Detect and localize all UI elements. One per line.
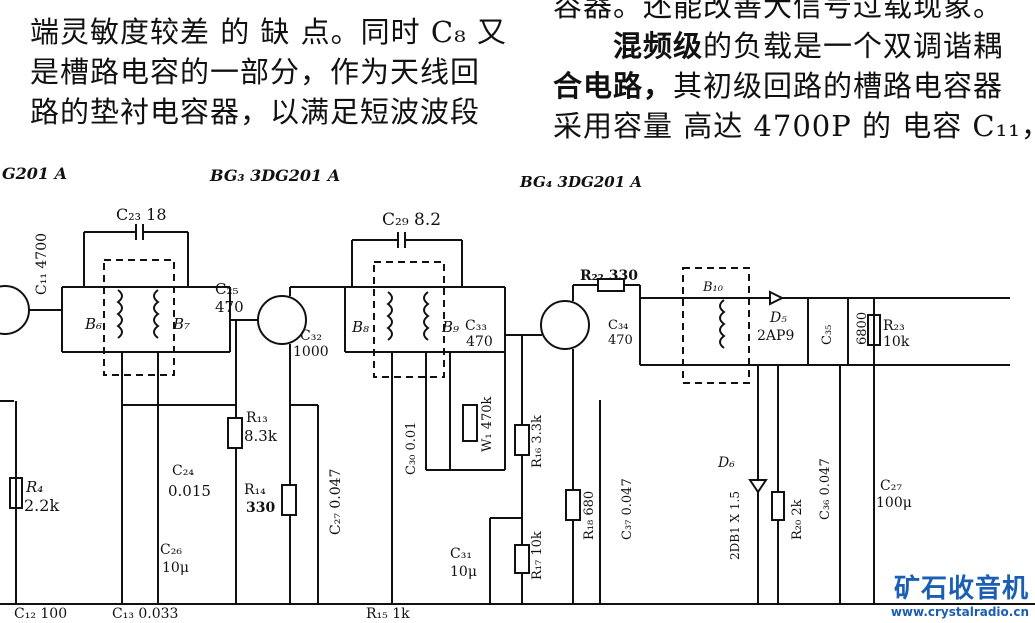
resistor-r18 [565,489,581,521]
right-paragraph: 容器。还能改善大信号过载现象。 混频级的负载是一个双调谐耦 合电路，其初级回路的… [553,0,1035,146]
label-c25-val: 470 [215,298,244,316]
label-b8: B₈ [352,318,370,336]
right-line-1-bold: 混频级 [613,29,704,63]
right-line-1: 混频级的负载是一个双调谐耦 [553,26,1035,66]
label-b7: B₇ [173,315,191,333]
coil-b8 [386,291,393,341]
label-b10: B₁₀ [703,280,723,295]
label-r18: R₁₈ 680 [582,490,597,540]
label-c29: C₂₉ 8.2 [382,210,442,230]
coil-b6 [116,289,123,339]
label-r13-val: 8.3k [244,427,277,445]
coil-b10 [719,299,726,349]
left-line-2: 是槽路电容的一部分，作为天线回 [30,55,481,89]
label-c23: C₂₃ 18 [116,205,167,224]
right-line-2-rest: 其初级回路的槽路电容器 [673,69,1004,103]
label-bg4: BG₄ 3DG201 A [520,173,642,191]
label-c32-val: 1000 [293,344,329,360]
watermark-url: www.crystalradio.cn [890,605,1029,619]
coil-b9 [423,291,430,341]
label-c26-val: 10μ [162,560,189,576]
resistor-r13 [227,417,243,449]
diode-d6 [748,479,768,494]
label-d5-name: D₅ [770,310,787,326]
label-r15: R₁₅ 1k [366,606,410,622]
label-r17: R₁₇ 10k [530,531,545,580]
left-line-3: 路的垫衬电容器，以满足短波波段 [30,95,481,129]
diode-d5 [769,290,785,306]
label-r20: R₂₀ 2k [790,499,805,541]
label-r23-name: R₂₃ [883,318,905,334]
label-bg3: BG₃ 3DG201 A [210,166,341,185]
watermark: 矿石收音机 www.crystalradio.cn [891,568,1029,619]
resistor-r20 [771,491,785,521]
label-w1: W₁ 470k [480,396,495,452]
shield-b10 [682,267,750,384]
right-top-line: 容器。还能改善大信号过载现象。 [553,0,1004,23]
transistor-bg1 [0,285,30,335]
label-d5-val: 2AP9 [757,328,795,344]
watermark-title: 矿石收音机 [893,574,1029,604]
label-c32-name: C₃₂ [300,328,322,344]
label-c24-val: 0.015 [168,482,211,500]
label-c27: C₂₇ 0.047 [328,468,344,535]
label-c25-name: C₂₅ [215,280,239,298]
label-d6-note: 2DB1 X 1.5 [728,491,742,560]
shield-b8-b9 [373,261,445,378]
label-c36: C₃₆ 0.047 [818,458,833,520]
label-c31-val: 10μ [450,564,477,580]
label-r23-val: 10k [883,334,910,350]
coil-b7 [153,289,160,339]
label-c13: C₁₃ 0.033 [112,606,179,622]
label-b6: B₆ [85,315,103,333]
resistor-r16 [514,424,530,456]
right-line-3: 采用容量 高达 4700P 的 电容 C₁₁， [553,109,1035,143]
label-bg1: G201 A [2,164,68,183]
transistor-bg4 [540,300,590,350]
label-c11: C₁₁ 4700 [34,232,50,295]
label-c31-name: C₃₁ [450,546,472,562]
label-d6: D₆ [718,455,735,471]
shield-b6-b7 [103,259,175,376]
label-c34-name: C₃₄ [608,318,629,333]
label-r16: R₁₆ 3.3k [530,415,545,468]
label-c12: C₁₂ 100 [14,606,68,622]
left-line-1: 端灵敏度较差 的 缺 点。同时 C₈ 又 [30,15,507,49]
label-c24-name: C₂₄ [172,463,194,479]
label-r4-name: R₄ [26,478,44,496]
right-line-2: 合电路，其初级回路的槽路电容器 [553,66,1035,106]
label-c26-name: C₂₆ [160,542,182,558]
label-r14-val: 330 [246,500,276,516]
label-r4-val: 2.2k [24,496,60,515]
label-c33-name: C₃₃ [465,318,487,334]
label-r14-name: R₁₄ [244,482,266,498]
label-c33-val: 470 [466,334,493,350]
resistor-r17 [514,544,530,574]
left-paragraph: 端灵敏度较差 的 缺 点。同时 C₈ 又 是槽路电容的一部分，作为天线回 路的垫… [30,12,507,132]
right-line-1-rest: 的负载是一个双调谐耦 [703,29,1004,63]
label-c27b-name: C₂₇ [880,478,902,494]
potentiometer-w1 [462,404,478,442]
label-c34-val: 470 [608,333,633,348]
label-r13-name: R₁₃ [246,410,268,426]
label-c30: C₃₀ 0.01 [404,421,419,475]
right-line-2-bold: 合电路， [553,69,674,103]
label-c27b-val: 100μ [876,495,912,511]
label-c35-val: 6800 [855,311,870,345]
label-c37: C₃₇ 0.047 [620,478,635,540]
resistor-r22 [597,278,625,292]
label-b9: B₉ [442,318,460,336]
resistor-r14 [281,484,297,516]
label-c35: C₃₅ [820,324,835,345]
label-r22: R₂₂ 330 [580,268,638,284]
transistor-bg3 [257,295,307,345]
